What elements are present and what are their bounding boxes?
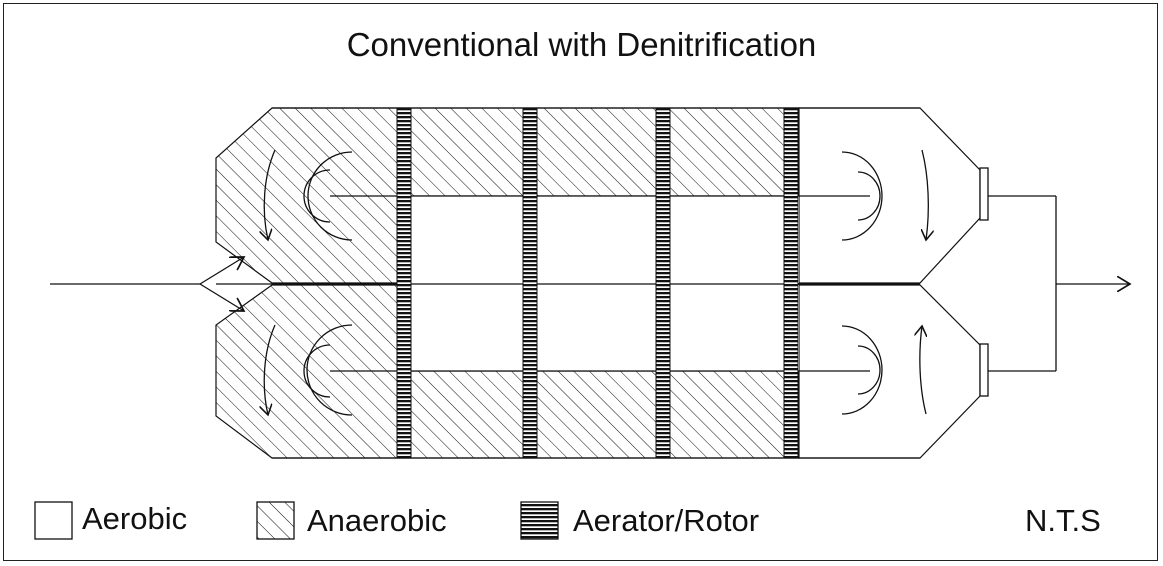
effluent-line [979, 167, 1130, 397]
legend-swatch-aerator [520, 501, 559, 540]
scale-note: N.T.S [1025, 503, 1101, 538]
legend-label-aerator: Aerator/Rotor [573, 503, 760, 538]
legend-label-anaerobic: Anaerobic [307, 503, 447, 538]
legend-swatches [34, 501, 559, 540]
influent-line [50, 257, 244, 311]
right-flow-baffles [841, 149, 928, 415]
legend-label-aerobic: Aerobic [82, 501, 188, 536]
diagram-title: Conventional with Denitrification [346, 26, 817, 63]
legend-swatch-aerobic [34, 501, 73, 540]
left-flow-baffles [264, 149, 353, 415]
divider-walls [216, 107, 920, 459]
aerator-rotors [396, 107, 799, 459]
legend-swatch-anaerobic [256, 501, 295, 540]
